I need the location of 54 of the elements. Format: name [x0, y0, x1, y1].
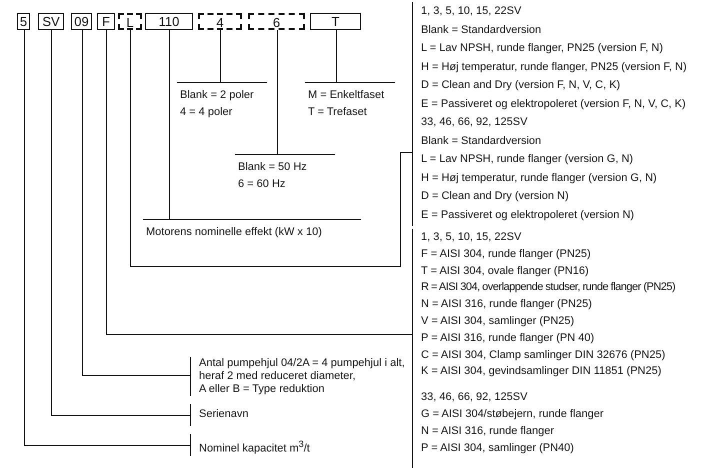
leader-line [130, 30, 412, 267]
description-text: 1, 3, 5, 10, 15, 22SV [421, 4, 522, 19]
description-text: Blank = 2 poler [180, 88, 255, 103]
leader-line [220, 30, 221, 82]
description-text: Blank = Standardversion [421, 134, 542, 148]
leader-line [106, 30, 412, 335]
description-text: D = Clean and Dry (version N) [421, 189, 570, 204]
description-text: A eller B = Type reduktion [199, 383, 326, 396]
description-text: 4 = 4 poler [180, 105, 234, 120]
leader-line [24, 30, 190, 446]
description-text: L = Lav NPSH, runde flanger (version G, N) [421, 152, 634, 167]
description-text: L = Lav NPSH, runde flanger, PN25 (version F, N) [421, 41, 664, 56]
description-text: N = AISI 316, runde flanger [421, 424, 556, 439]
code-field: 09 [71, 13, 92, 30]
code-field: 6 [248, 13, 305, 30]
description-text: N = AISI 316, runde flanger (PN25) [421, 297, 593, 312]
code-field: T [310, 13, 361, 30]
description-text: 6 = 60 Hz [238, 177, 286, 192]
code-field: 5 [17, 13, 30, 30]
code-field: L [118, 13, 142, 30]
description-text: P = AISI 316, runde flanger (PN 40) [421, 330, 596, 346]
code-field: 4 [198, 13, 242, 30]
description-text: Antal pumpehjul 04/2A = 4 pumpehjul i alt, heraf 2 med reduceret diameter, [199, 357, 406, 383]
description-text: K = AISI 304, gevindsamlinger DIN 11851 (PN25) [421, 364, 662, 380]
description-text: E = Passiveret og elektropoleret (version N) [421, 208, 636, 222]
description-text: M = Enkeltfaset [308, 88, 386, 103]
description-text: G = AISI 304/støbejern, runde flanger [421, 406, 605, 422]
description-text: H = Høj temperatur, runde flanger (version G, N) [421, 170, 658, 186]
description-text: H = Høj temperatur, runde flanger, PN25 (version F, N) [421, 60, 688, 74]
description-text: Serienavn [199, 407, 250, 422]
description-text: C = AISI 304, Clamp samlinger DIN 32676 (PN25) [421, 348, 666, 363]
description-text: T = Trefaset [308, 105, 368, 120]
description-text: P = AISI 304, samlinger (PN40) [421, 440, 575, 456]
description-text: 33, 46, 66, 92, 125SV [421, 390, 528, 406]
description-text: 1, 3, 5, 10, 15, 22SV [421, 230, 522, 245]
leader-line [277, 30, 278, 154]
description-text: 33, 46, 66, 92, 125SV [421, 115, 528, 130]
description-text: Nominel kapacitet m$^{3}$/t [199, 438, 311, 457]
leader-line [169, 30, 170, 220]
description-text: E = Passiveret og elektropoleret (version F, N, V, C, K) [421, 96, 687, 112]
leader-line [82, 30, 190, 376]
description-text: D = Clean and Dry (version F, N, V, C, K) [421, 78, 622, 93]
code-field: F [97, 13, 115, 30]
description-text: R = AISI 304, overlappende studser, runde flanger (PN25) [421, 280, 676, 296]
description-text: Motorens nominelle effekt (kW x 10) [146, 225, 323, 240]
leader-line [336, 30, 337, 82]
description-text: T = AISI 304, ovale flanger (PN16) [421, 264, 590, 279]
description-text: V = AISI 304, samlinger (PN25) [421, 314, 576, 329]
description-text: F = AISI 304, runde flanger (PN25) [421, 246, 592, 262]
code-field: SV [38, 13, 64, 30]
description-text: Blank = 50 Hz [238, 160, 308, 175]
description-text: Blank = Standardversion [421, 22, 542, 38]
code-field: 110 [145, 13, 193, 30]
leader-line [51, 30, 190, 416]
